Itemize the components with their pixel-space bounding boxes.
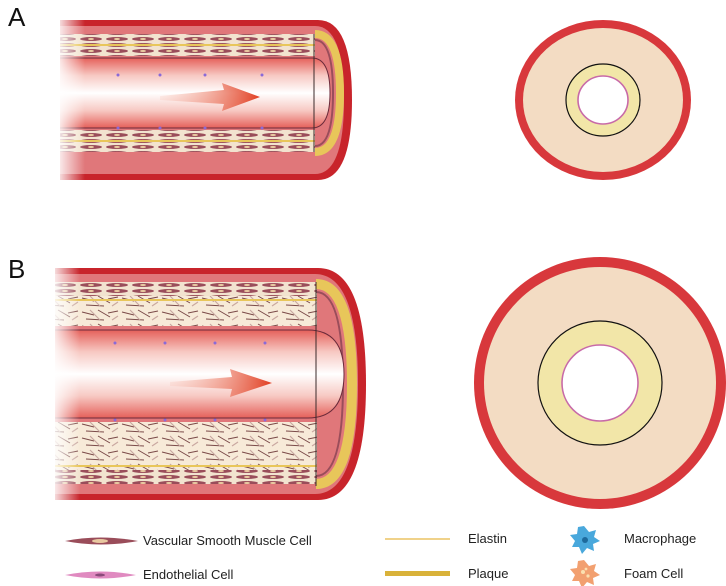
panel-b-longitudinal-vessel [50, 266, 366, 502]
panel-label-a: A [8, 2, 25, 33]
panel-b-cross-section [474, 257, 726, 509]
panel-label-b: B [8, 254, 25, 285]
endothelial-cell-icon [65, 572, 136, 579]
legend-label-smooth-muscle: Vascular Smooth Muscle Cell [143, 533, 312, 548]
plaque-bar-icon [385, 571, 450, 576]
legend-label-endothelial: Endothelial Cell [143, 567, 233, 582]
smooth-muscle-cell-icon [65, 538, 138, 545]
macrophage-icon [570, 526, 600, 554]
fade-left-a [55, 18, 175, 183]
legend-label-plaque: Plaque [468, 566, 508, 581]
fade-left-b [50, 266, 170, 502]
legend-label-elastin: Elastin [468, 531, 507, 546]
legend-label-macrophage: Macrophage [624, 531, 696, 546]
panel-a-longitudinal-vessel [55, 18, 352, 183]
foam-cell-icon [570, 560, 600, 586]
panel-a-cross-section [515, 20, 691, 180]
ring-lumen-a [578, 76, 628, 124]
legend-label-foam-cell: Foam Cell [624, 566, 683, 581]
ring-lumen-b [562, 345, 638, 421]
